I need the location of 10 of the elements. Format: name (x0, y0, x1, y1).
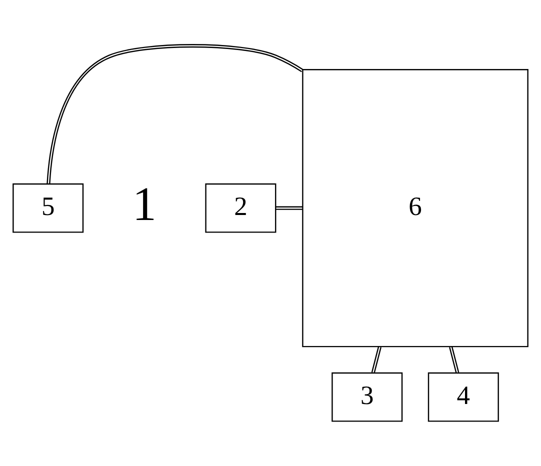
node-box: 3 (332, 372, 403, 422)
connector (276, 206, 302, 210)
node-box: 2 (205, 182, 276, 232)
label: 1 (132, 178, 156, 231)
node-box: 5 (12, 182, 84, 232)
connector (371, 346, 382, 373)
node-box: 6 (302, 68, 528, 347)
connector (46, 44, 304, 184)
node-box: 4 (428, 372, 499, 422)
connector (449, 346, 460, 373)
